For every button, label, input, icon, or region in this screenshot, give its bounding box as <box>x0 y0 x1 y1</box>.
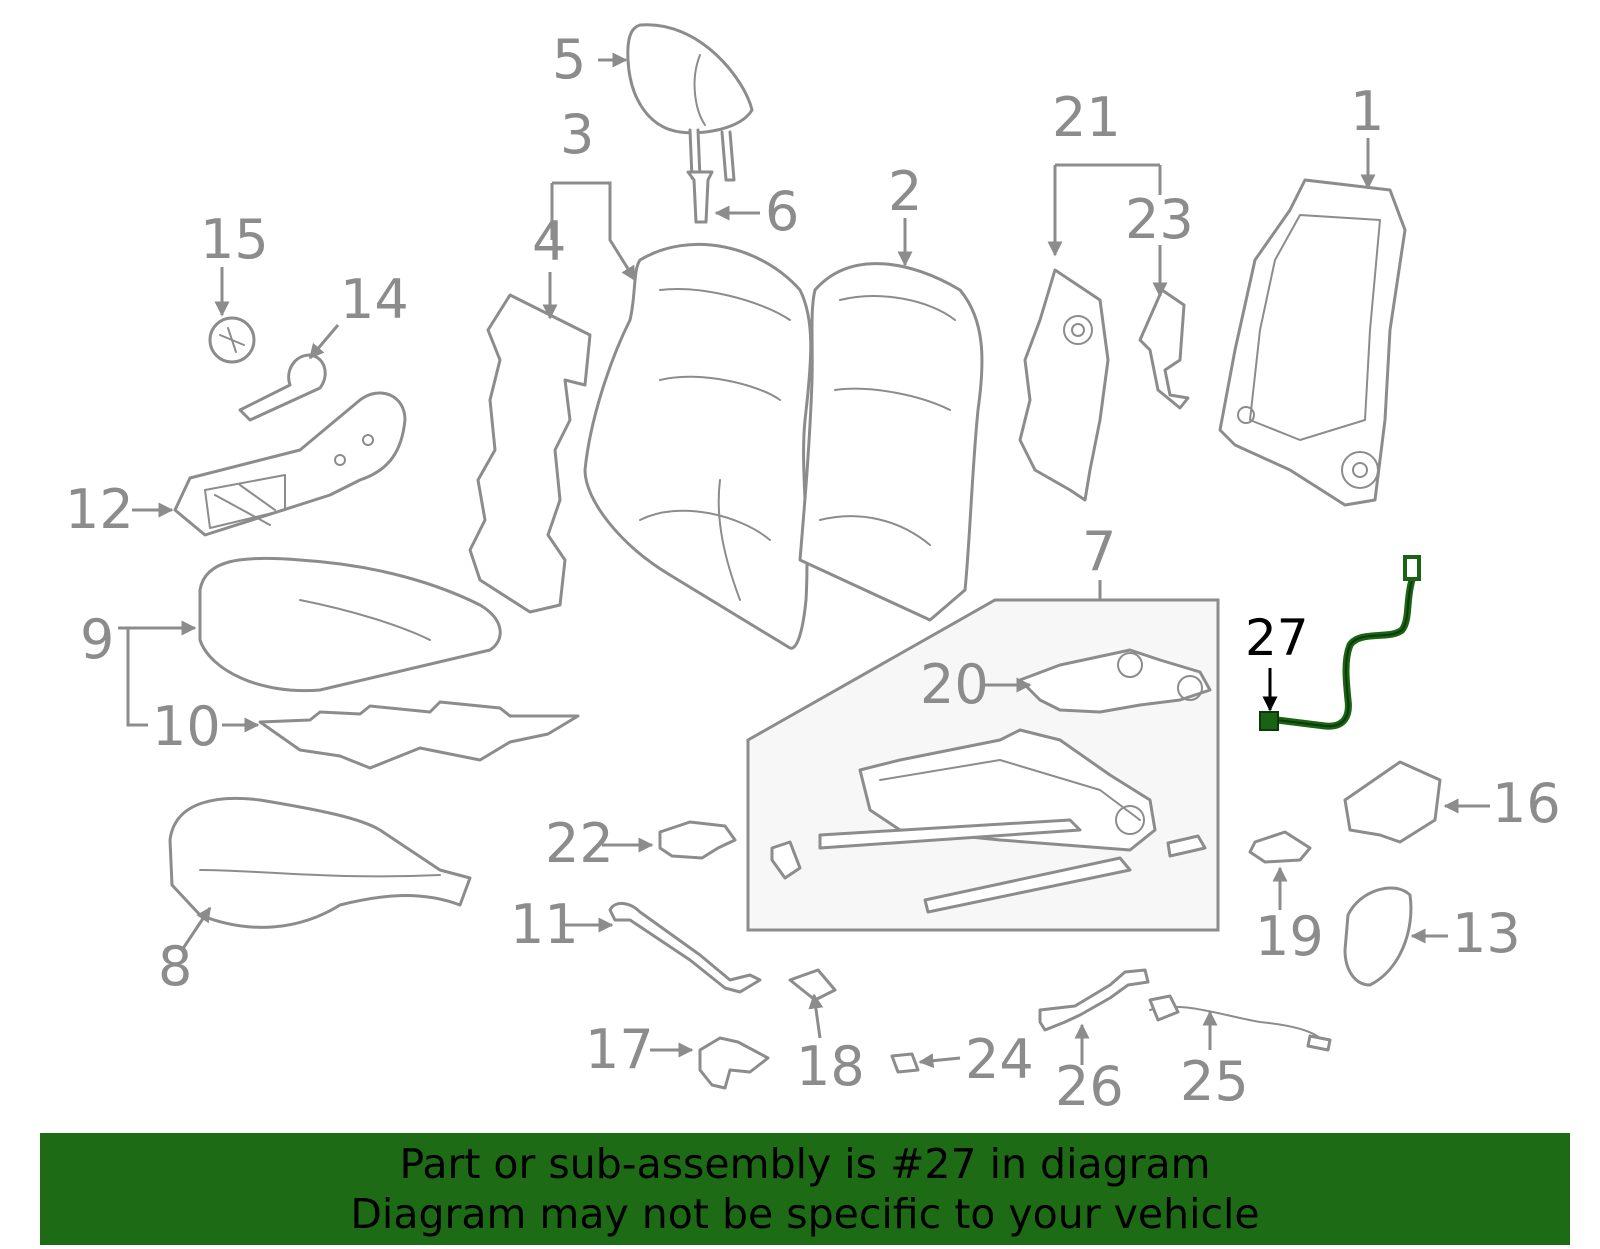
part-12-side-shield <box>173 391 407 537</box>
part-23-bracket <box>1138 288 1190 410</box>
part-24-connector <box>890 1052 920 1074</box>
callout-24: 24 <box>965 1028 1034 1091</box>
part-27-highlighted-harness <box>1259 555 1421 731</box>
info-banner: Part or sub-assembly is #27 in diagram D… <box>40 1133 1570 1245</box>
part-10-seat-heater <box>258 700 580 770</box>
callout-22: 22 <box>545 812 614 875</box>
callout-17: 17 <box>585 1018 654 1081</box>
callout-9: 9 <box>80 608 114 671</box>
callout-26: 26 <box>1055 1055 1124 1118</box>
callout-20: 20 <box>920 653 989 716</box>
part-5-headrest <box>626 23 754 182</box>
part-22-clip <box>658 820 737 860</box>
callout-16: 16 <box>1492 772 1561 835</box>
callout-2: 2 <box>888 160 922 223</box>
part-8-seat-cushion-cover <box>168 796 472 929</box>
part-18-bracket <box>788 968 837 1002</box>
callout-10: 10 <box>152 695 221 758</box>
part-21-side-cover <box>1018 268 1110 502</box>
callout-15: 15 <box>200 208 269 271</box>
part-11-rod <box>608 902 762 994</box>
callout-19: 19 <box>1255 905 1324 968</box>
part-16-trim <box>1343 760 1442 844</box>
part-25-wire-harness <box>1148 994 1332 1052</box>
callout-6: 6 <box>765 180 799 243</box>
leader-lines <box>118 52 1490 1069</box>
part-9-seat-cushion <box>198 556 502 693</box>
part-7-seat-track-adjuster <box>770 728 1207 914</box>
callout-7: 7 <box>1082 520 1116 583</box>
part-15-cap <box>208 316 256 364</box>
callout-12: 12 <box>65 478 134 541</box>
callout-numbers: 5 6 3 4 2 21 23 1 15 14 12 9 10 8 7 20 2… <box>65 28 1561 1118</box>
part-6-headrest-guide <box>686 170 714 224</box>
banner-line-disclaimer: Diagram may not be specific to your vehi… <box>350 1190 1260 1238</box>
banner-line-part-number: Part or sub-assembly is #27 in diagram <box>399 1140 1211 1188</box>
part-14-lever <box>238 353 327 422</box>
callout-18: 18 <box>796 1035 865 1098</box>
callout-14: 14 <box>340 268 409 331</box>
callout-4: 4 <box>532 210 566 273</box>
part-19-cover <box>1248 830 1312 864</box>
callout-23: 23 <box>1125 188 1194 251</box>
part-1-seatback-frame <box>1218 178 1407 507</box>
callout-3: 3 <box>560 103 594 166</box>
callout-8: 8 <box>158 935 192 998</box>
callout-11: 11 <box>510 893 579 956</box>
part-3-seatback-cover <box>583 242 813 650</box>
part-26-wire-harness <box>1038 968 1150 1032</box>
part-17-bracket <box>698 1036 770 1090</box>
part-2-seatback-cover <box>798 262 984 622</box>
callout-5: 5 <box>552 28 586 91</box>
callout-13: 13 <box>1452 902 1521 965</box>
callout-27: 27 <box>1245 609 1309 667</box>
part-20-adjuster-link <box>1018 648 1212 714</box>
callout-1: 1 <box>1350 80 1384 143</box>
callout-21: 21 <box>1052 86 1121 149</box>
part-13-knob-cover <box>1343 886 1413 987</box>
callout-25: 25 <box>1180 1050 1249 1113</box>
part-4-seatback-pad <box>468 293 592 614</box>
